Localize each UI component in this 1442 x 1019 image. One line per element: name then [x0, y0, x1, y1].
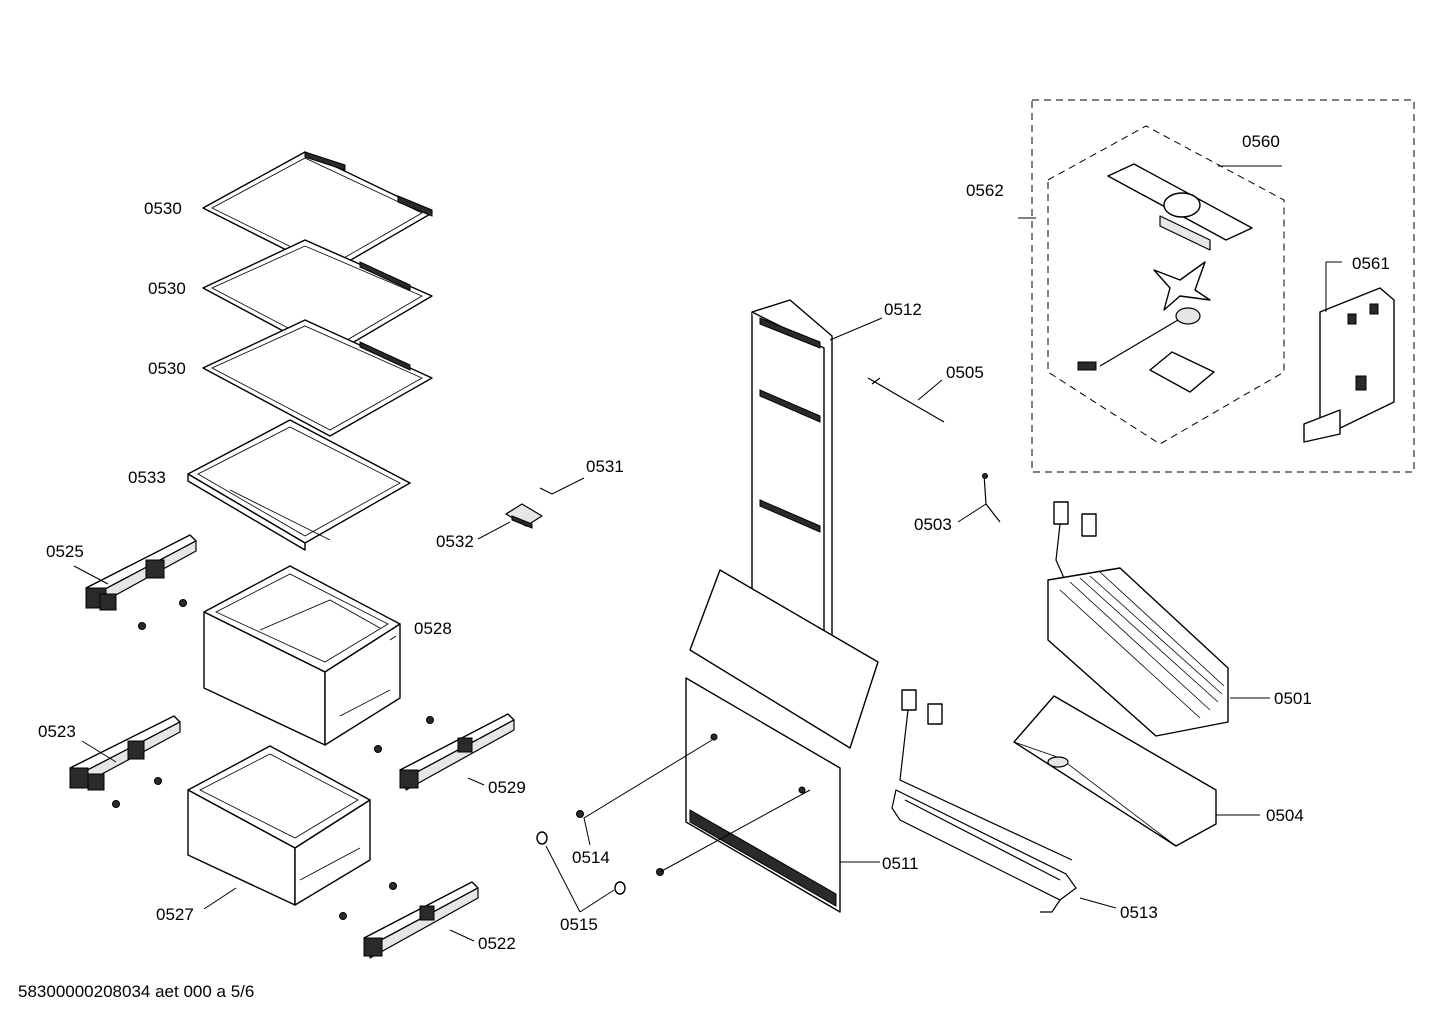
label-0525: 0525 — [46, 542, 84, 561]
rail-lower-left — [69, 715, 181, 791]
label-0530-a: 0530 — [144, 199, 182, 218]
screws-left — [112, 599, 434, 920]
evaporator-coil — [1047, 501, 1229, 737]
crisper-drawer-upper — [203, 565, 401, 746]
label-0503: 0503 — [914, 515, 952, 534]
label-0522: 0522 — [478, 934, 516, 953]
label-0527: 0527 — [156, 905, 194, 924]
light-switch-part — [505, 487, 553, 529]
label-0533: 0533 — [128, 468, 166, 487]
rail-lower-right — [363, 881, 479, 959]
fasteners-center — [536, 810, 664, 895]
label-0512: 0512 — [884, 300, 922, 319]
label-0528: 0528 — [414, 619, 452, 638]
label-0505: 0505 — [946, 363, 984, 382]
drain-tray — [1013, 695, 1217, 847]
fan-motor — [1077, 307, 1215, 393]
rail-upper-left — [85, 534, 197, 611]
label-0514: 0514 — [572, 848, 610, 867]
label-0532: 0532 — [436, 532, 474, 551]
control-housing — [1303, 287, 1395, 443]
label-0515: 0515 — [560, 915, 598, 934]
sensor-parts — [867, 377, 1001, 523]
fan-cover — [1107, 163, 1253, 251]
shelf-with-trim — [187, 419, 411, 551]
label-0523: 0523 — [38, 722, 76, 741]
glass-shelf-1 — [202, 151, 433, 273]
fan-assembly-group — [1031, 99, 1415, 473]
label-0504: 0504 — [1266, 806, 1304, 825]
label-0529: 0529 — [488, 778, 526, 797]
fan-blade — [1153, 261, 1211, 311]
glass-shelf-3 — [202, 319, 433, 437]
label-0531: 0531 — [586, 457, 624, 476]
document-code: 58300000208034 aet 000 a 5/6 — [18, 982, 255, 1001]
label-0561: 0561 — [1352, 254, 1390, 273]
leader-lines — [73, 165, 1342, 942]
rear-cover-panel — [685, 569, 879, 913]
defrost-heater — [891, 689, 1077, 913]
label-0530-c: 0530 — [148, 359, 186, 378]
crisper-drawer-lower — [187, 745, 371, 906]
label-0511: 0511 — [882, 854, 919, 873]
label-0560: 0560 — [1242, 132, 1280, 151]
label-0513: 0513 — [1120, 903, 1158, 922]
rail-upper-right — [399, 713, 515, 791]
label-0530-b: 0530 — [148, 279, 186, 298]
label-0562: 0562 — [966, 181, 1004, 200]
part-labels: 0530 0530 0530 0533 0525 0528 0523 0529 … — [38, 132, 1390, 953]
label-0501: 0501 — [1274, 689, 1312, 708]
